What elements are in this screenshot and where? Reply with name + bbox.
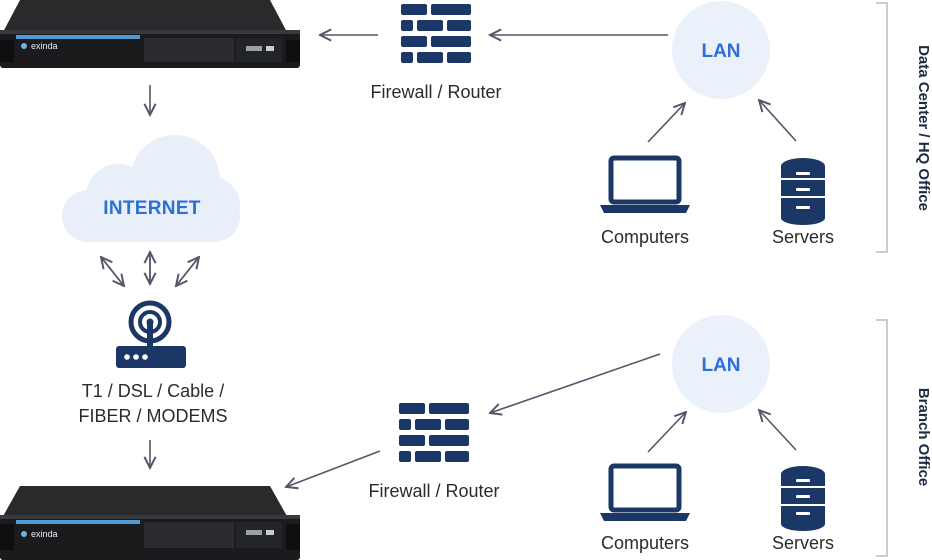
- section-label-data-center: Data Center / HQ Office: [915, 45, 932, 211]
- appliance-brand-bottom: exinda: [31, 529, 58, 539]
- laptop-icon-top: [600, 155, 690, 213]
- server-stack-icon-bottom: [781, 466, 825, 531]
- arrow-icon: [759, 100, 797, 142]
- arrow-icon: [490, 353, 661, 413]
- arrow-icon: [647, 103, 685, 143]
- bracket-top: [876, 2, 888, 253]
- modem-label-line1: T1 / DSL / Cable /: [81, 381, 225, 401]
- arrow-icon: [759, 410, 797, 451]
- computers-label-top: Computers: [600, 227, 690, 247]
- servers-label-bottom: Servers: [771, 533, 834, 553]
- modem-label-line2: FIBER / MODEMS: [78, 406, 228, 426]
- computers-label-bottom: Computers: [600, 533, 690, 553]
- lan-label-top: LAN: [701, 41, 741, 62]
- bracket-bottom: [876, 319, 888, 557]
- laptop-icon-bottom: [600, 463, 690, 521]
- appliance-brand-top: exinda: [31, 41, 58, 51]
- section-label-branch-office: Branch Office: [915, 387, 932, 487]
- wireless-modem-icon: [116, 300, 186, 368]
- cloud-icon: [62, 135, 240, 242]
- firewall-label-bottom: Firewall / Router: [368, 481, 500, 501]
- appliance-top: [0, 0, 300, 68]
- lan-circle-bottom: [672, 315, 770, 413]
- firewall-label-top: Firewall / Router: [370, 82, 502, 102]
- servers-label-top: Servers: [771, 227, 834, 247]
- firewall-icon-bottom: [399, 403, 469, 462]
- internet-label: INTERNET: [103, 198, 201, 219]
- arrow-icon: [647, 412, 686, 453]
- server-stack-icon-top: [781, 158, 825, 225]
- lan-circle-top: [672, 1, 770, 99]
- arrow-icon: [100, 256, 124, 286]
- appliance-bottom: [0, 486, 300, 560]
- arrow-icon: [286, 450, 381, 487]
- lan-label-bottom: LAN: [701, 355, 741, 376]
- arrow-icon: [176, 256, 200, 286]
- firewall-icon-top: [401, 4, 471, 63]
